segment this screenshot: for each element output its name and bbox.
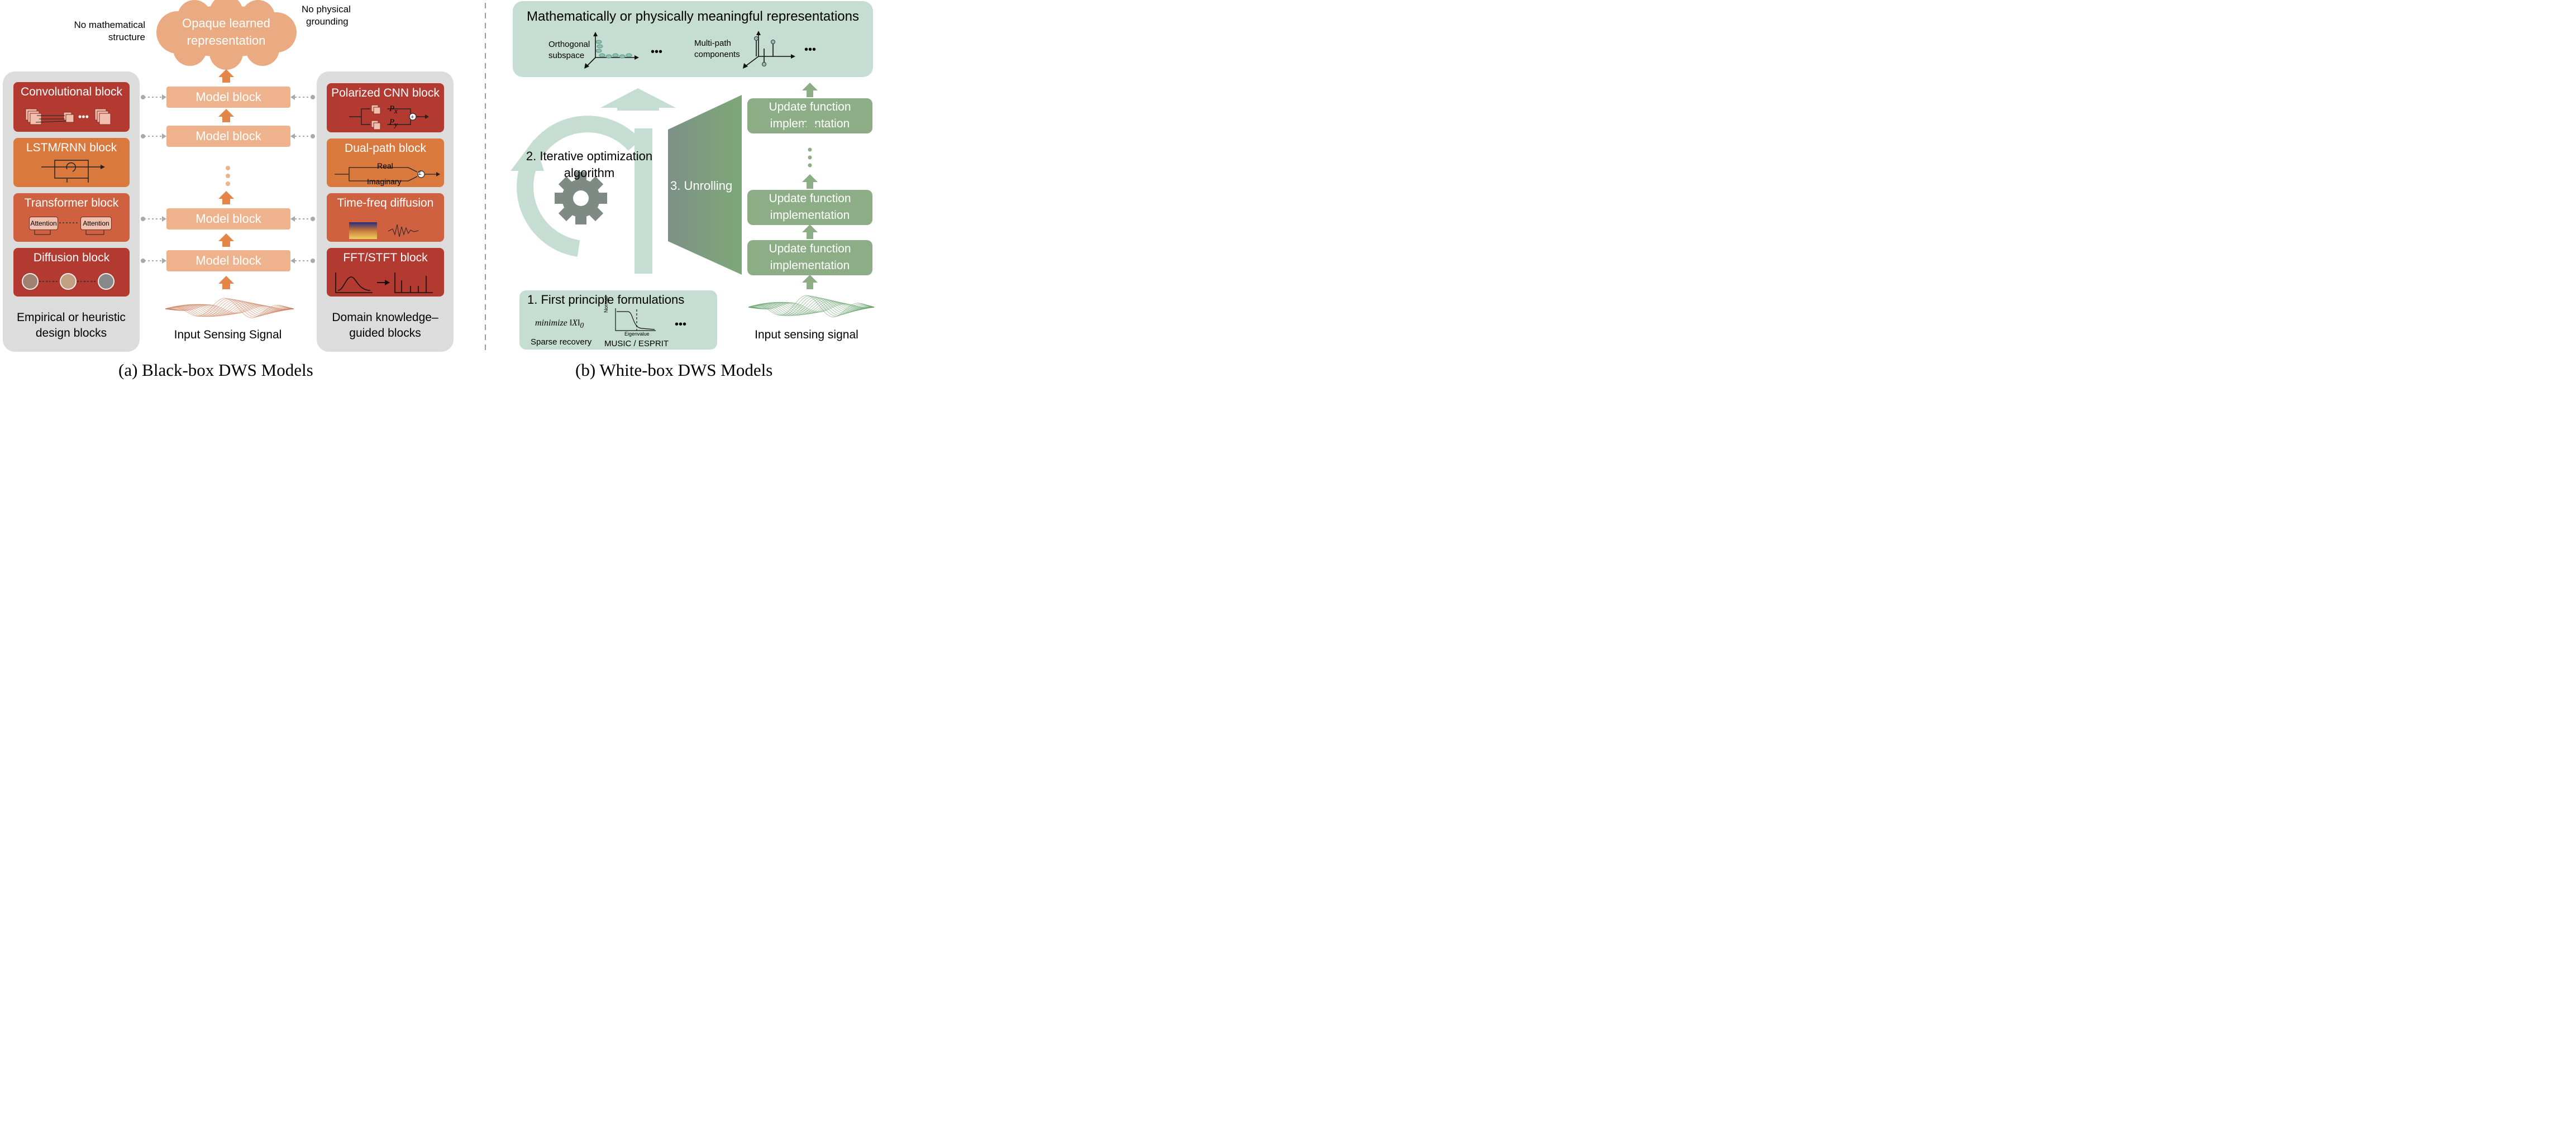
meaningful-representations-title: Mathematically or physically meaningful … bbox=[527, 9, 859, 24]
note-no-math: No mathematical structure bbox=[74, 20, 145, 42]
orthogonal-subspace-label: Orthogonal subspace bbox=[548, 40, 590, 60]
time-freq-diffusion-block: Time-freq diffusion bbox=[327, 193, 444, 242]
ellipsis-1: ••• bbox=[651, 46, 663, 58]
eigenvalue-plot-icon bbox=[615, 308, 656, 331]
caption-b: (b) White-box DWS Models bbox=[575, 360, 773, 380]
convolutional-block-title: Convolutional block bbox=[20, 85, 123, 98]
sparse-recovery-label: Sparse recovery bbox=[531, 337, 592, 347]
right-connector-ends bbox=[290, 94, 315, 264]
unrolling-label: 3. Unrolling bbox=[670, 179, 733, 193]
dual-path-icon bbox=[335, 167, 440, 181]
fft-stft-block: FFT/STFT block bbox=[327, 248, 444, 297]
real-label: Real bbox=[377, 161, 393, 170]
cloud-text: Opaque learned representation bbox=[182, 16, 270, 47]
model-block-2: Model block bbox=[166, 208, 290, 230]
waveform-trace bbox=[165, 299, 294, 317]
left-connector-ends bbox=[141, 94, 166, 264]
px-label: Px bbox=[389, 104, 398, 115]
unrolling-trapezoid bbox=[668, 95, 742, 275]
left-connectors bbox=[144, 97, 162, 261]
waveform-trace bbox=[748, 302, 875, 313]
transformer-block: Transformer block Attention Attention bbox=[13, 193, 130, 242]
ellipsis-2: ••• bbox=[804, 44, 817, 56]
first-principle-box bbox=[519, 290, 717, 350]
input-sensing-signal-b-label: Input sensing signal bbox=[755, 328, 858, 341]
input-sensing-signal-label: Input Sensing Signal bbox=[174, 328, 282, 341]
meaningful-representations-box bbox=[513, 1, 873, 77]
green-signal-waveform bbox=[748, 295, 875, 318]
vertical-dots bbox=[226, 166, 230, 186]
transformer-block-title: Transformer block bbox=[24, 197, 119, 209]
green-up-arrows bbox=[802, 83, 818, 289]
waveform-trace bbox=[165, 300, 294, 317]
opaque-cloud bbox=[156, 0, 297, 70]
caption-a: (a) Black-box DWS Models bbox=[118, 360, 313, 380]
polarized-cnn-icon: + bbox=[349, 104, 429, 130]
polarized-cnn-title: Polarized CNN block bbox=[331, 87, 440, 99]
fft-icon bbox=[335, 273, 433, 293]
empirical-panel-label: Empirical or heuristic design blocks bbox=[17, 311, 126, 340]
waveform-trace bbox=[165, 298, 294, 318]
diffusion-images-icon bbox=[22, 273, 115, 290]
waveform-trace bbox=[748, 295, 875, 318]
model-block-1: Model block bbox=[166, 250, 290, 271]
music-esprit-label: MUSIC / ESPRIT bbox=[604, 339, 669, 348]
input-signal-waveform bbox=[165, 298, 294, 318]
lstm-rnn-block: LSTM/RNN block bbox=[13, 138, 130, 187]
domain-panel-label: Domain knowledge– guided blocks bbox=[332, 311, 438, 340]
dual-path-block: Dual-path block Real Imaginary Σ bbox=[327, 138, 444, 187]
right-connectors bbox=[295, 97, 312, 261]
model-block-3: Model block bbox=[166, 126, 290, 147]
gear-icon bbox=[555, 172, 607, 224]
minimize-formula: minimize ‖X‖0 bbox=[535, 318, 584, 330]
imaginary-label: Imaginary bbox=[367, 177, 402, 186]
attention-links-icon bbox=[34, 222, 104, 235]
waveform-trace bbox=[748, 297, 875, 316]
spectrogram-icon bbox=[349, 222, 419, 239]
svg-text:+: + bbox=[411, 114, 414, 121]
figure: Opaque learned representation No mathema… bbox=[0, 0, 876, 385]
svg-text:•••: ••• bbox=[78, 111, 89, 122]
convolutional-block: Convolutional block ••• bbox=[13, 82, 130, 132]
multipath-label: Multi-path components bbox=[694, 39, 740, 59]
note-no-physical: No physical grounding bbox=[302, 4, 351, 27]
waveform-trace bbox=[165, 299, 294, 317]
iterative-loop-graphic bbox=[511, 88, 676, 274]
fft-stft-title: FFT/STFT block bbox=[343, 251, 428, 264]
waveform-trace bbox=[748, 297, 875, 316]
first-principle-title: 1. First principle formulations bbox=[527, 293, 685, 307]
attention-box-1: Attention bbox=[29, 217, 58, 230]
lstm-block-title: LSTM/RNN block bbox=[26, 141, 117, 154]
time-freq-title: Time-freq diffusion bbox=[337, 197, 434, 209]
model-block-4: Model block bbox=[166, 87, 290, 108]
polarized-cnn-block: Polarized CNN block + Px Py bbox=[327, 83, 444, 132]
normal-axis-label: Normal bbox=[603, 296, 609, 313]
waveform-trace bbox=[165, 298, 294, 318]
sum-symbol: Σ bbox=[418, 170, 422, 176]
conv-icon: ••• bbox=[25, 108, 111, 125]
dual-path-title: Dual-path block bbox=[345, 142, 426, 155]
ellipsis-3: ••• bbox=[675, 318, 687, 331]
upward-arrows bbox=[218, 69, 234, 289]
representation-icons bbox=[584, 31, 795, 69]
attention-box-2: Attention bbox=[80, 217, 112, 230]
diffusion-block-title: Diffusion block bbox=[33, 251, 110, 264]
iterate-arrow-shaft bbox=[635, 128, 652, 274]
diffusion-block: Diffusion block bbox=[13, 248, 130, 297]
waveform-trace bbox=[748, 298, 875, 316]
waveform-trace bbox=[165, 300, 294, 317]
py-label: Py bbox=[389, 118, 398, 128]
recurrent-cell-icon bbox=[41, 160, 105, 183]
iterative-optimization-label: 2. Iterative optimization algorithm bbox=[526, 149, 653, 180]
eigenvalue-axis-label: Eigenvalue bbox=[624, 331, 650, 337]
waveform-trace bbox=[748, 296, 875, 316]
panel-a-graphics bbox=[141, 0, 486, 353]
waveform-trace bbox=[165, 304, 294, 314]
waveform-trace bbox=[748, 295, 875, 317]
